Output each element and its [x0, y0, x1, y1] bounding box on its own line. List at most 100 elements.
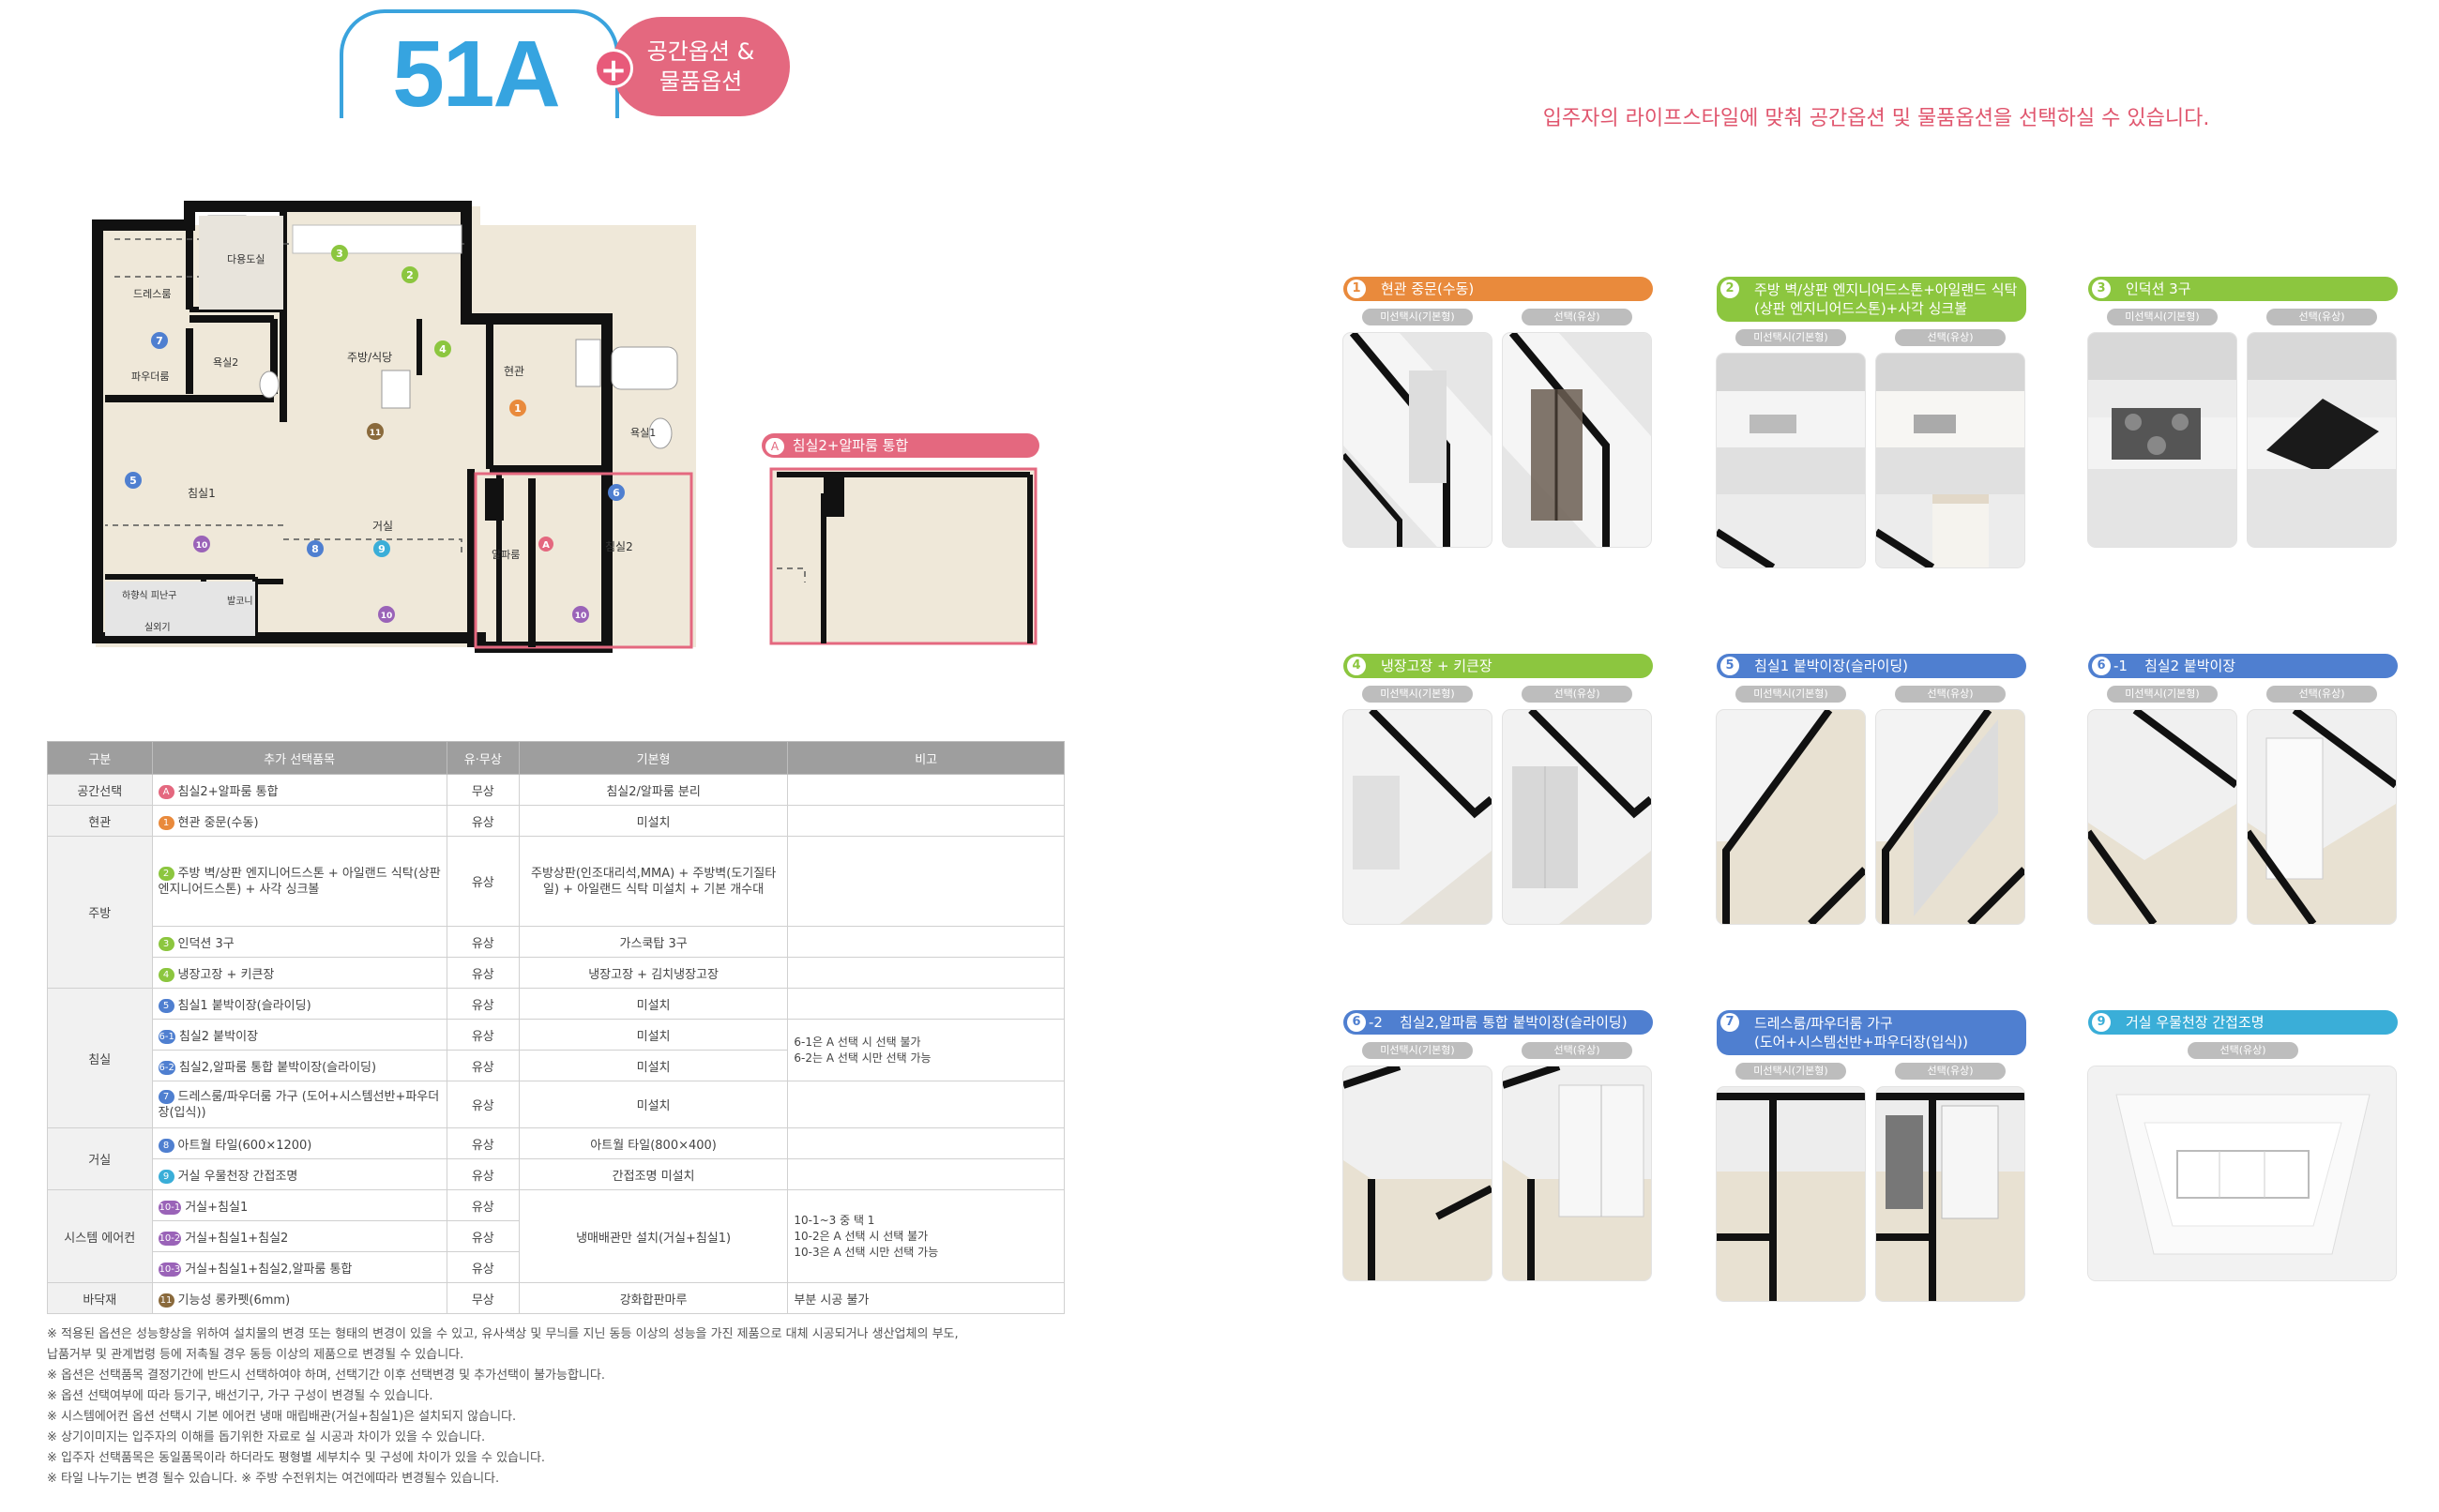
item-text: 거실+침실1 — [185, 1200, 249, 1215]
paid-cell: 유상 — [446, 1189, 520, 1221]
base-cell: 냉매배관만 설치(거실+침실1) — [518, 1189, 789, 1283]
item-text: 침실2+알파룸 통합 — [177, 784, 279, 799]
badge: A — [158, 784, 174, 799]
remark-cell — [787, 988, 1065, 1020]
option-type-badge: 공간옵션 & 물품옵션 — [612, 17, 790, 116]
option-pill-line-1: 공간옵션 & — [646, 38, 755, 65]
note-line: ※ 옵션 선택여부에 따라 등기구, 배선기구, 가구 구성이 변경될 수 있습… — [47, 1389, 433, 1403]
paid-cell: 유상 — [446, 1251, 520, 1283]
card-sub-number: -2 — [1369, 1014, 1383, 1031]
paid-cell: 유상 — [446, 1050, 520, 1081]
svg-text:9: 9 — [378, 543, 386, 555]
option-card-9: 9 거실 우물천장 간접조명 선택(유상) — [2088, 1010, 2398, 1280]
basic-label: 미선택시(기본형) — [1362, 1042, 1473, 1059]
remark-cell — [787, 1127, 1065, 1159]
option-image — [1876, 710, 2024, 924]
badge: 7 — [158, 1089, 174, 1104]
card-number: 2 — [1720, 280, 1739, 298]
card-number: 5 — [1720, 657, 1739, 675]
selected-label: 선택(유상) — [1522, 309, 1632, 325]
marker-A — [538, 537, 553, 552]
svg-text:A: A — [542, 540, 550, 551]
remark-cell — [787, 1158, 1065, 1190]
option-image — [1343, 710, 1492, 924]
item-text: 침실1 붙박이장(슬라이딩) — [177, 998, 311, 1013]
base-cell: 간접조명 미설치 — [518, 1158, 789, 1190]
option-card-7: 7 드레스룸/파우더룸 가구 (도어+시스템선반+파우더장(입식)) 미선택시(… — [1717, 1010, 2026, 1301]
option-pill-line-2: 물품옵션 — [659, 68, 743, 95]
remark-cell — [787, 926, 1065, 958]
option-image — [2248, 710, 2396, 924]
base-cell: 아트월 타일(800×400) — [518, 1127, 789, 1159]
remark-cell — [787, 1081, 1065, 1128]
item-text: 냉장고장 + 키큰장 — [177, 967, 275, 982]
item-text: 인덕션 3구 — [177, 936, 235, 951]
col-header: 기본형 — [518, 741, 789, 775]
basic-label: 미선택시(기본형) — [1735, 686, 1846, 703]
marker-10a — [193, 536, 210, 552]
base-cell: 미설치 — [518, 805, 789, 837]
selected-label: 선택(유상) — [1895, 329, 2006, 346]
note-line: ※ 옵션은 선택품목 결정기간에 반드시 선택하여야 하며, 선택기간 이후 선… — [47, 1368, 605, 1383]
card-number: 6 — [2092, 657, 2111, 675]
card-title: 침실2,알파룸 통합 붙박이장(슬라이딩) — [1400, 1014, 1628, 1031]
option-image — [2248, 333, 2396, 547]
option-image — [1343, 1066, 1492, 1280]
card-number: 4 — [1347, 657, 1366, 675]
option-image — [1503, 710, 1651, 924]
room-label-balcony: 발코니 — [227, 596, 253, 607]
floor-plan: 드레스룸 다용도실 파우더룸 욕실2 주방/식당 현관 욕실1 침실1 거실 알… — [86, 188, 705, 675]
paid-cell: 유상 — [446, 1081, 520, 1128]
card-title: 거실 우물천장 간접조명 — [2126, 1014, 2265, 1031]
card-number: 7 — [1720, 1013, 1739, 1032]
alt-plan-title: 침실2+알파룸 통합 — [792, 437, 909, 454]
card-title-line-2: (상판 엔지니어드스톤)+사각 싱크볼 — [1754, 300, 1968, 317]
svg-text:1: 1 — [514, 402, 522, 415]
card-title: 침실1 붙박이장(슬라이딩) — [1754, 658, 1909, 674]
item-text: 아트월 타일(600×1200) — [177, 1138, 312, 1153]
card-title-bar: 9 거실 우물천장 간접조명 — [2088, 1010, 2398, 1035]
remark-cell: 부분 시공 불가 — [787, 1282, 1065, 1314]
svg-text:10: 10 — [575, 612, 587, 621]
note-line: ※ 입주자 선택품목은 동일품목이라 하더라도 평형별 세부치수 및 구성에 차… — [47, 1451, 546, 1465]
item-text: 기능성 롱카펫(6mm) — [177, 1293, 291, 1308]
remark-cell — [787, 957, 1065, 989]
selected-label: 선택(유상) — [1522, 686, 1632, 703]
badge: 10-2 — [158, 1231, 182, 1246]
basic-label: 미선택시(기본형) — [1735, 329, 1846, 346]
svg-text:2: 2 — [406, 269, 414, 281]
col-header: 추가 선택품목 — [151, 741, 447, 775]
marker-7 — [151, 332, 168, 349]
badge: 3 — [158, 936, 174, 951]
col-header: 유·무상 — [446, 741, 520, 775]
category-cell: 바닥재 — [47, 1282, 153, 1314]
option-image — [1503, 1066, 1651, 1280]
room-label-living: 거실 — [372, 520, 393, 533]
remark-line: 10-2은 A 선택 시 선택 불가 — [794, 1229, 929, 1243]
room-label-multi: 다용도실 — [227, 253, 265, 265]
badge: 10-1 — [158, 1200, 182, 1215]
item-text: 침실2 붙박이장 — [178, 1029, 259, 1044]
paid-cell: 유상 — [446, 836, 520, 927]
paid-cell: 유상 — [446, 957, 520, 989]
badge: 2 — [158, 866, 174, 881]
item-text: 거실 우물천장 간접조명 — [177, 1169, 298, 1184]
plus-icon: + — [594, 49, 633, 89]
header-note: 입주자의 라이프스타일에 맞춰 공간옵션 및 물품옵션을 선택하실 수 있습니다… — [1542, 107, 2210, 130]
paid-cell: 유상 — [446, 1127, 520, 1159]
option-card-5: 5 침실1 붙박이장(슬라이딩) 미선택시(기본형) 선택(유상) — [1717, 654, 2026, 924]
note-line: ※ 타일 나누기는 변경 될수 있습니다. ※ 주방 수전위치는 여건에따라 변… — [47, 1472, 500, 1486]
card-sub-number: -1 — [2113, 658, 2128, 674]
